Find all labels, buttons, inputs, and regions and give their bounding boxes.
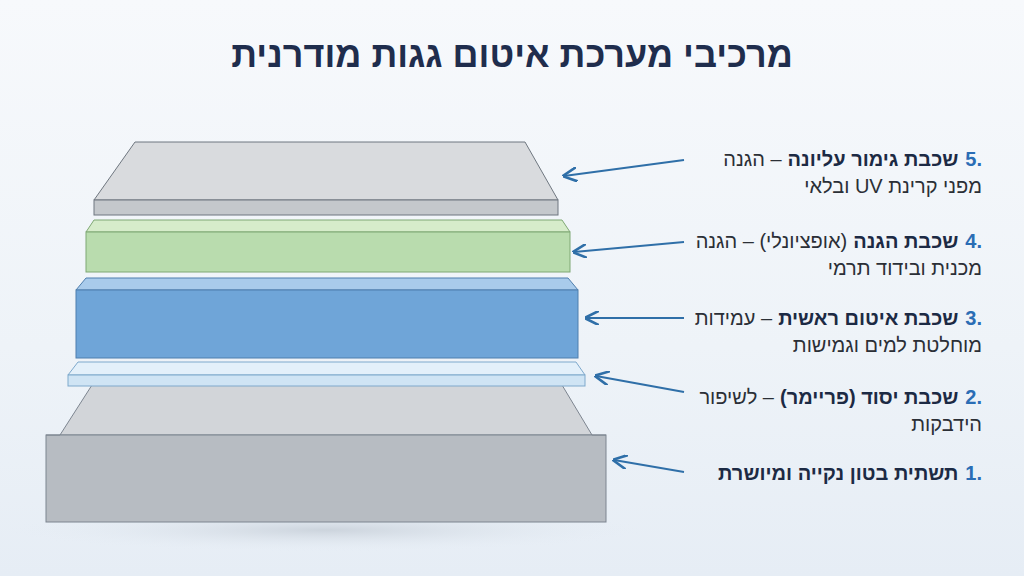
callout-text: 1. תשתית בטון נקייה ומיושרת xyxy=(690,460,982,487)
primer-layer xyxy=(68,362,585,386)
layer-name: שכבת הגנה xyxy=(853,230,958,252)
protection-layer xyxy=(86,220,570,272)
callout-number: 5. xyxy=(965,148,982,170)
leader-arrow xyxy=(614,460,684,472)
callout-number: 4. xyxy=(965,230,982,252)
callout-text: 2.שכבת יסוד (פריימר)– לשיפור הידבקות xyxy=(690,384,982,438)
callout-text: 5.שכבת גימור עליונה– הגנה מפני קרינת UV … xyxy=(690,146,982,200)
leader-arrow xyxy=(564,160,684,176)
callout-number: 1. xyxy=(965,462,982,484)
leader-arrow xyxy=(574,242,684,252)
layer-name: שכבת גימור עליונה xyxy=(788,148,959,170)
callout-text: 4.שכבת הגנה(אופציונלי) – הגנה מכנית וביד… xyxy=(690,228,982,282)
callout-number: 3. xyxy=(965,307,982,329)
callout-text: 3.שכבת איטום ראשית– עמידות מוחלטת למים ו… xyxy=(690,305,982,359)
layer-name: שכבת איטום ראשית xyxy=(778,307,958,329)
leader-arrow xyxy=(596,376,684,392)
layer-name: שכבת יסוד (פריימר) xyxy=(780,386,958,408)
layer-name: תשתית בטון נקייה ומיושרת xyxy=(718,462,958,484)
leader-arrows xyxy=(564,160,684,472)
concrete-base xyxy=(46,385,606,522)
finish-layer xyxy=(94,142,558,215)
leader-arrow xyxy=(586,317,684,319)
callout-number: 2. xyxy=(965,386,982,408)
waterproofing-layer xyxy=(76,278,578,358)
diagram-title: מרכיבי מערכת איטום גגות מודרנית xyxy=(0,34,1024,76)
